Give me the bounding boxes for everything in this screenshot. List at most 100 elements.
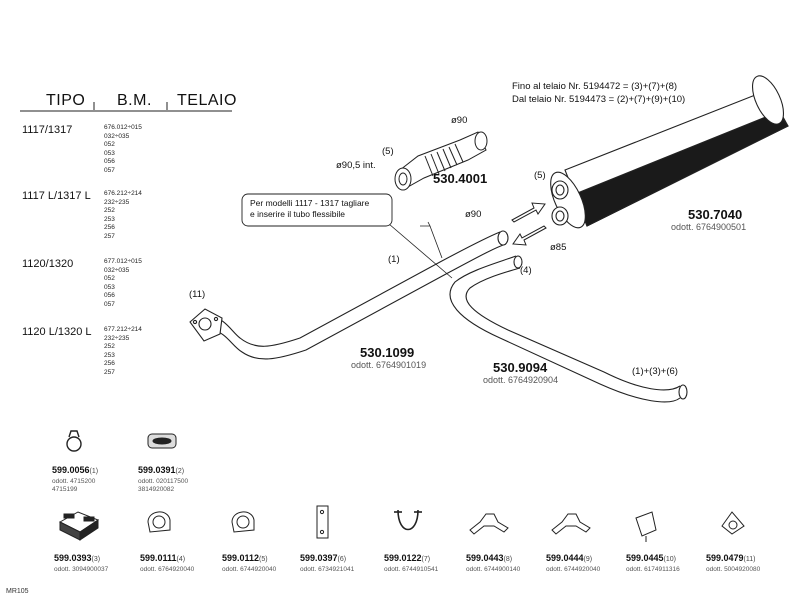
code: 677.012÷015: [104, 258, 142, 265]
note-leaders: [381, 217, 453, 279]
accessory-number: 599.0479: [706, 553, 744, 563]
hose-callout: (5): [382, 146, 394, 157]
code: 052: [104, 275, 115, 283]
table-header-bm: B.M.: [117, 92, 152, 109]
assembly-arrows: [511, 202, 547, 246]
front-pipe-odott: odott. 6764901019: [351, 360, 427, 370]
silencer-part-number: 530.7040: [688, 207, 743, 222]
front-pipe-drawing: [189, 230, 509, 360]
note-box: [241, 193, 393, 227]
chassis-note-line: Dal telaio Nr. 5194473 = (2)+(7)+(9)+(10…: [512, 94, 686, 105]
code: 256: [104, 360, 115, 368]
tail-pipe-drawing: [449, 255, 688, 403]
accessory-odott: odott. 6744900140: [466, 566, 521, 573]
accessory-number: 599.0391: [138, 465, 176, 475]
accessory-odott: odott. 5004920080: [706, 566, 761, 573]
front-pipe-callout: (1): [388, 254, 400, 265]
accessory-item: 599.0397(6) odott. 6734921041: [300, 548, 354, 574]
chassis-note-line: Fino al telaio Nr. 5194472 = (3)+(7)+(8): [512, 81, 678, 92]
accessory-item: 599.0391(2) odott. 020117500 3814920082: [138, 460, 188, 494]
tail-pipe-odott: odott. 6764920904: [483, 375, 559, 385]
tail-pipe-part-number: 530.9094: [493, 360, 548, 375]
code: 052: [104, 141, 115, 149]
accessory-odott: odott. 020117500 3814920082: [138, 478, 189, 493]
accessory-index: (4): [176, 556, 186, 563]
accessory-item: 599.0443(8) odott. 6744900140: [466, 548, 520, 574]
accessory-number: 599.0445: [626, 553, 664, 563]
code: 257: [104, 232, 115, 240]
strap-bracket-icon: [316, 505, 329, 539]
accessory-number: 599.0393: [54, 553, 92, 563]
accessory-odott: odott. 3094900037: [54, 566, 109, 573]
accessory-number: 599.0112: [222, 553, 260, 563]
accessory-item: 599.0122(7) odott. 6744910541: [384, 548, 438, 574]
chassis-note: Fino al telaio Nr. 5194472 = (3)+(7)+(8)…: [512, 80, 685, 106]
accessory-item: 599.0112(5) odott. 6744920040: [222, 548, 276, 574]
silencer-odott: odott. 6764900501: [671, 222, 747, 232]
code: 056: [104, 292, 115, 300]
table-row-tipo: 1117 L/1317 L: [22, 190, 91, 202]
accessory-number: 599.0122: [384, 553, 422, 563]
code: 057: [104, 166, 115, 174]
accessory-odott: odott. 6734921041: [300, 566, 355, 573]
accessory-index: (9): [583, 556, 593, 563]
accessory-odott: odott. 6174911316: [626, 566, 680, 573]
table-header-telaio: TELAIO: [177, 92, 237, 109]
front-pipe-dim: ø90: [465, 209, 482, 220]
code: 253: [104, 351, 115, 359]
silencer-dim: ø85: [550, 242, 567, 253]
table-row-codes: 677.212÷214 232÷235 252 253 256 257: [104, 326, 142, 378]
tail-end-callout: (1)+(3)+(6): [632, 366, 678, 377]
accessory-odott: odott. 6744920040: [222, 566, 277, 573]
code: 677.212÷214: [104, 326, 142, 333]
code: 252: [104, 207, 115, 215]
accessory-number: 599.0111: [140, 553, 177, 563]
bracket-icon: [551, 513, 591, 535]
accessory-item: 599.0056(1) odott. 4715200 4715199: [52, 460, 98, 494]
hose-dim-inner: ø90,5 int.: [336, 160, 376, 171]
table-row-codes: 677.012÷015 032÷035 052 053 056 057: [104, 258, 142, 310]
accessory-odott: odott. 6744920040: [546, 566, 601, 573]
bracket-icon: [469, 513, 509, 535]
clamp-ring-icon: [66, 430, 82, 452]
code: 676.212÷214: [104, 190, 142, 197]
code: 676.012÷015: [104, 124, 142, 131]
accessory-item: 599.0111(4) odott. 6764920040: [140, 548, 194, 574]
hose-dim-outer: ø90: [451, 115, 468, 126]
accessory-index: (6): [337, 556, 347, 563]
code: 053: [104, 283, 115, 291]
accessory-item: 599.0444(9) odott. 6744920040: [546, 548, 600, 574]
mount-block-icon: [58, 511, 100, 541]
rubber-mount-icon: [147, 433, 177, 449]
code: 057: [104, 300, 115, 308]
front-pipe-part-number: 530.1099: [360, 345, 415, 360]
u-bolt-icon: [394, 509, 422, 531]
table-row-tipo: 1120 L/1320 L: [22, 326, 92, 338]
silencer-callout: (5): [534, 170, 546, 181]
table-row-codes: 676.012÷015 032÷035 052 053 056 057: [104, 124, 142, 176]
accessory-index: (10): [663, 556, 676, 563]
hose-part-number: 530.4001: [433, 171, 488, 186]
accessory-index: (5): [259, 556, 268, 563]
hanger-bracket-icon: [635, 511, 657, 542]
code: 032÷035: [104, 266, 130, 274]
accessory-index: (1): [89, 468, 99, 475]
accessory-odott: odott. 6764920040: [140, 566, 195, 573]
table-row-tipo: 1117/1317: [22, 124, 73, 136]
code: 232÷235: [104, 334, 130, 342]
code: 256: [104, 224, 115, 232]
accessory-number: 599.0443: [466, 553, 504, 563]
code: 257: [104, 368, 115, 376]
code: 232÷235: [104, 198, 130, 206]
table-row-codes: 676.212÷214 232÷235 252 253 256 257: [104, 190, 142, 242]
note-text: Per modelli 1117 - 1317 tagliare e inser…: [250, 198, 370, 219]
tail-pipe-callout: (4): [520, 265, 532, 276]
accessory-item: 599.0393(3) odott. 3094900037: [54, 548, 108, 574]
code: 053: [104, 149, 115, 157]
flexible-hose-drawing: [394, 131, 488, 191]
accessory-item: 599.0479(11) odott. 5004920080: [706, 548, 760, 574]
accessory-odott: odott. 6744910541: [384, 566, 439, 573]
silencer-drawing: [550, 75, 789, 229]
code: 032÷035: [104, 132, 130, 140]
accessory-number: 599.0397: [300, 553, 338, 563]
